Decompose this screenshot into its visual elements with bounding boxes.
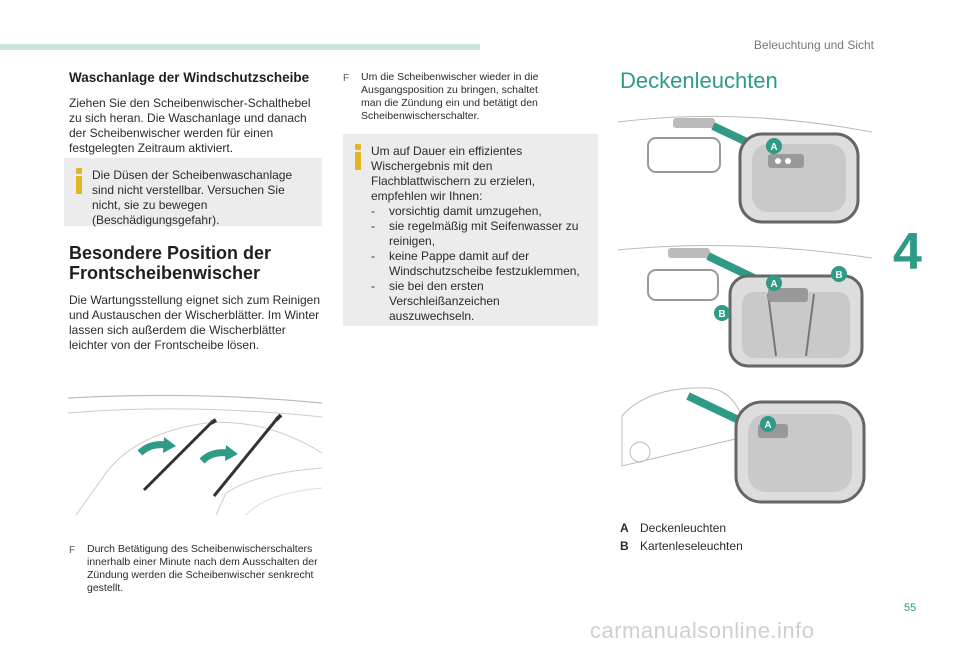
washer-heading: Waschanlage der Windschutzscheibe (69, 70, 310, 85)
ceiling-light-illustration-1: A (618, 115, 872, 224)
step-1-text: Durch Betätigung des Scheibenwischerscha… (87, 543, 318, 594)
page-number: 55 (904, 602, 917, 614)
callout-b: B (835, 270, 842, 281)
washer-text: Ziehen Sie den Scheibenwischer-Schaltheb… (69, 96, 311, 155)
list-item: -vorsichtig damit umzugehen, (371, 204, 542, 218)
tips-intro: Um auf Dauer ein effizientes Wischergebn… (371, 144, 536, 203)
step-2-text: Um die Scheibenwischer wieder in die Aus… (361, 71, 539, 122)
running-header: Beleuchtung und Sicht (753, 38, 874, 52)
special-heading-line-1: Besondere Position der (69, 243, 272, 263)
header-accent-bar (0, 44, 480, 50)
special-heading-line-2: Frontscheibenwischer (69, 263, 261, 283)
callout-a: A (770, 142, 777, 153)
ceiling-light-illustration-3: A (621, 387, 866, 504)
list-item: -sie regelmäßig mit Seifenwasser zu rein… (371, 219, 579, 248)
legend-key: A (620, 521, 629, 535)
washer-note-text: Die Düsen der Scheibenwaschanlage sind n… (92, 168, 293, 227)
legend-row-b: B Kartenleseleuchten (620, 539, 743, 553)
wiper-illustration (67, 394, 323, 516)
info-icon (73, 168, 85, 194)
watermark: carmanualsonline.info (590, 618, 815, 643)
special-position-heading: Besondere Position der Frontscheibenwisc… (69, 243, 271, 283)
chapter-number: 4 (893, 223, 922, 281)
list-item: -keine Pappe damit auf der Windschutzsch… (371, 249, 580, 278)
callout-a: A (770, 279, 777, 290)
legend-label: Kartenleseleuchten (640, 539, 743, 553)
washer-note-box: Die Düsen der Scheibenwaschanlage sind n… (64, 158, 322, 227)
bullet-marker: F (69, 545, 76, 556)
ceiling-light-illustration-2: A B B (618, 245, 872, 368)
callout-b: B (718, 309, 725, 320)
legend-row-a: A Deckenleuchten (620, 521, 726, 535)
step-2: F Um die Scheibenwischer wieder in die A… (343, 71, 555, 123)
bullet-marker: F (343, 73, 350, 84)
step-1: F Durch Betätigung des Scheibenwischersc… (69, 543, 331, 595)
callout-a: A (764, 420, 771, 431)
wiper-tips-box: Um auf Dauer ein effizientes Wischergebn… (343, 134, 598, 326)
legend-label: Deckenleuchten (640, 521, 727, 535)
section-title: Deckenleuchten (620, 68, 778, 93)
tips-list: -vorsichtig damit umzugehen, -sie regelm… (371, 204, 588, 324)
legend-key: B (620, 539, 629, 553)
info-icon (352, 144, 364, 170)
special-position-text: Die Wartungsstellung eignet sich zum Rei… (69, 293, 321, 352)
list-item: -sie bei den ersten Verschleißanzeichen … (371, 279, 500, 323)
